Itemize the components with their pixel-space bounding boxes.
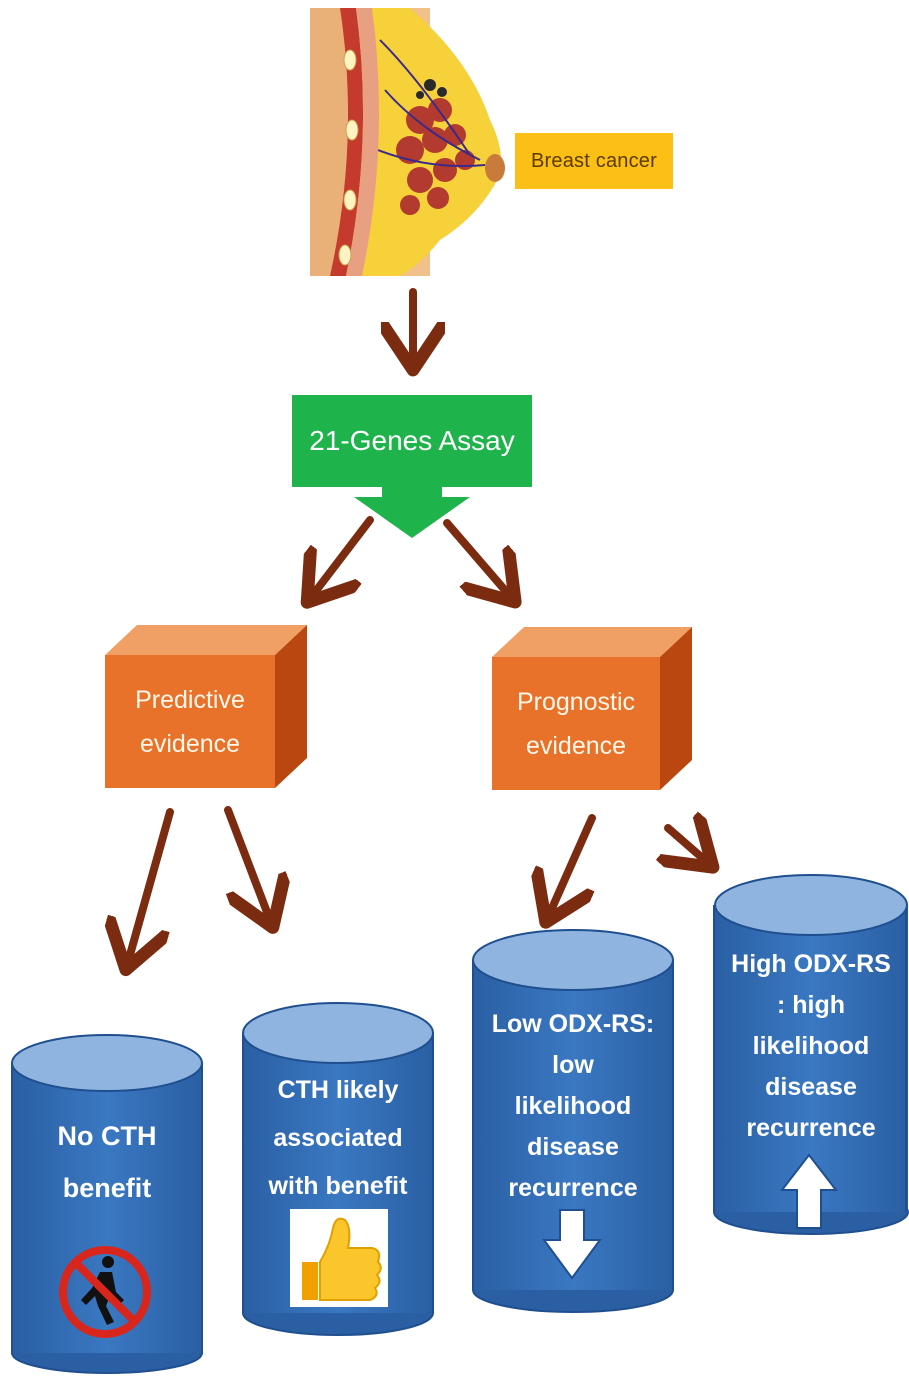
predictive-cube — [105, 625, 307, 788]
cylinder-high-rs — [713, 874, 909, 1235]
predictive-evidence-label: Predictive evidence — [135, 685, 245, 758]
cylinder-no-cth — [11, 1034, 203, 1374]
no-pedestrian-icon — [59, 1246, 151, 1338]
breast-cancer-label: Breast cancer — [515, 133, 673, 189]
cth-benefit-label: CTH likely associated with benefit — [268, 1076, 408, 1200]
high-rs-label: High ODX-RS : high likelihood disease re… — [731, 950, 891, 1142]
prognostic-cube — [492, 627, 692, 790]
arrow-prognostic-to-high-rs — [668, 828, 707, 862]
breast-anatomy-illustration — [310, 8, 505, 276]
thumbs-up-icon — [290, 1209, 388, 1307]
assay-box: 21-Genes Assay — [292, 395, 532, 487]
arrow-assay-to-predictive — [312, 516, 374, 596]
up-arrow-icon — [779, 1153, 839, 1229]
arrow-predictive-to-cth-benefit — [224, 806, 270, 920]
assay-down-arrow — [354, 487, 470, 538]
arrow-prognostic-to-low-rs — [549, 814, 596, 915]
arrow-assay-to-prognostic — [443, 519, 510, 596]
arrow-predictive-to-no-cth — [128, 808, 174, 962]
prognostic-evidence-label: Prognostic evidence — [516, 687, 636, 760]
down-arrow-icon — [542, 1209, 602, 1280]
low-rs-label: Low ODX-RS: low likelihood disease recur… — [491, 1010, 655, 1202]
no-cth-label: No CTH benefit — [57, 1121, 157, 1203]
cylinder-cth-benefit — [242, 1002, 434, 1336]
